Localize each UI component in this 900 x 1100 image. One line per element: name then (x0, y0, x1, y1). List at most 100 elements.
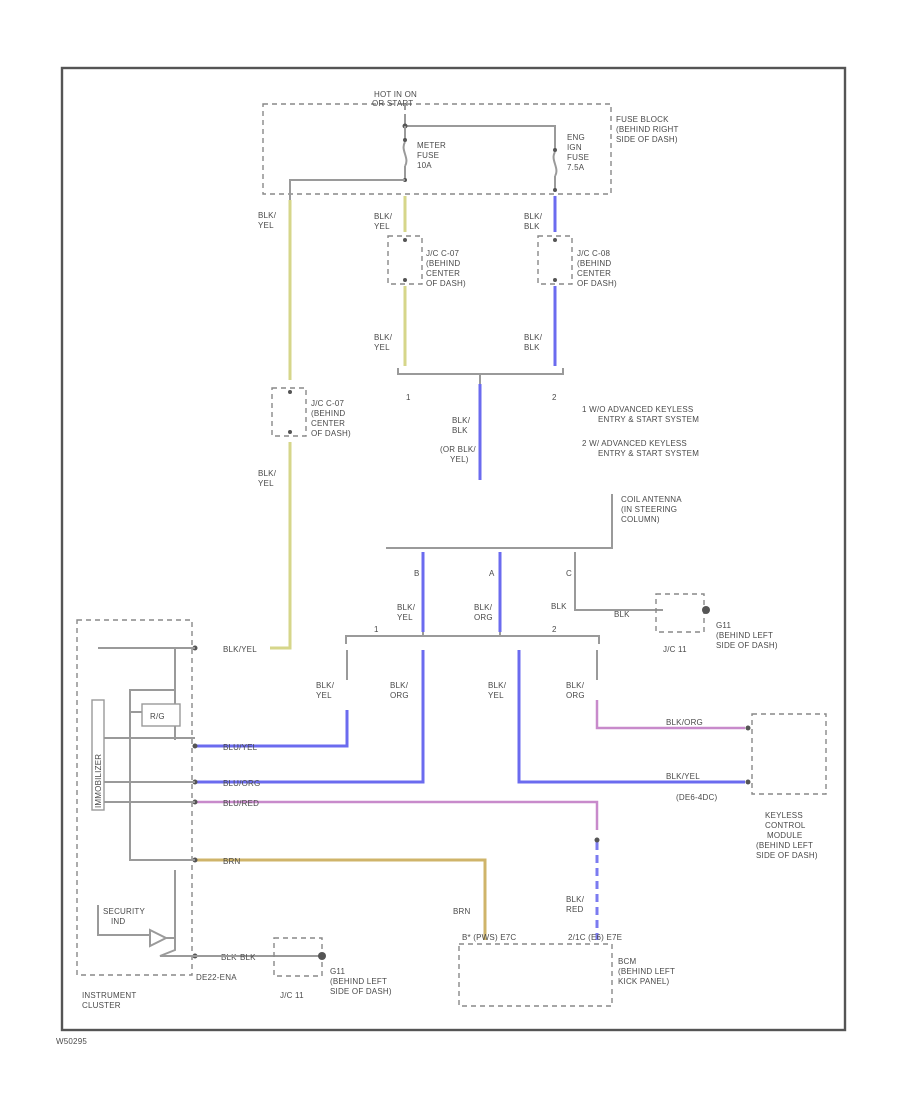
keyless-pin-yel-label: BLK/YEL (666, 772, 700, 781)
jc-right-box (537, 235, 573, 285)
feed-wire-top (289, 179, 405, 200)
keyless-conn: (DE6-4DC) (676, 793, 717, 802)
keyless-pin-yel (745, 779, 751, 785)
coil-pin-a: A (489, 569, 495, 578)
cluster-pin-label-2: BLU/YEL (223, 743, 258, 752)
cluster-pin-label-6: BLK (221, 953, 237, 962)
jc11-label-1: J/C 11 (663, 645, 687, 654)
meter-fuse-terminal (403, 138, 407, 142)
coil-pin-c: C (566, 569, 572, 578)
wire-2-yel (517, 650, 745, 784)
cluster-pin-label-3: BLU/ORG (223, 779, 260, 788)
diagram-frame (60, 66, 847, 1032)
bcm-conn-left: B* (PWS) E7C (462, 933, 516, 942)
wire-label-mid2: BLK/YEL (374, 333, 393, 352)
diagram-code: W50295 (56, 1037, 87, 1046)
coil-wire-c-label: BLK (551, 602, 567, 611)
immobilizer-strip (91, 699, 105, 811)
meter-fuse-label: METER FUSE 10A (417, 141, 448, 170)
bcm-conn-right: 2/1C (E6) E7E (568, 933, 622, 942)
label-w1-yel: BLK/YEL (316, 681, 335, 700)
coil-wire-a-label: BLK/ORG (474, 603, 493, 622)
blk-red-label: BLK/RED (566, 895, 585, 914)
ground-label-2: G11 (BEHIND LEFT SIDE OF DASH) (330, 967, 392, 996)
bcm-label: BCM (BEHIND LEFT KICK PANEL) (618, 957, 677, 986)
jc-left-pin (288, 430, 292, 434)
split-num-1: 1 (374, 625, 379, 634)
wire-label-left2: BLK/YEL (258, 469, 277, 488)
eng-fuse-symbol (552, 140, 558, 190)
label-w2-org: BLK/ORG (566, 681, 585, 700)
brn-wire (195, 858, 487, 940)
jc-mid-box (387, 235, 423, 285)
eng-fuse-terminal (553, 148, 557, 152)
fuse-block-label: FUSE BLOCK (BEHIND RIGHT SIDE OF DASH) (616, 115, 681, 144)
ground-point-2 (318, 952, 326, 960)
keyless-module-box (751, 713, 827, 795)
wire-1-yel (195, 710, 349, 748)
bcm-conn-dot (594, 837, 600, 843)
cluster-internal-wiring (98, 647, 195, 957)
jc-left-pin (288, 390, 292, 394)
cluster-pin-label-4: BLU/RED (223, 799, 259, 808)
jc-mid-pin (403, 238, 407, 242)
wire-label-right2: BLK/BLK (524, 333, 543, 352)
ground-label-1: G11 (BEHIND LEFT SIDE OF DASH) (716, 621, 778, 650)
cluster-resistor-label: R/G (150, 712, 165, 721)
wire-1-org (195, 650, 425, 784)
fuse-block-box (262, 103, 612, 195)
cluster-pin (192, 743, 198, 749)
brn-label: BRN (453, 907, 471, 916)
hot-bus (404, 104, 556, 140)
coil-antenna-bar (386, 494, 613, 549)
coil-pin-c-wire (574, 552, 663, 611)
eng-fuse-terminal (553, 188, 557, 192)
cluster-conn-label: DE22-ENA (196, 973, 237, 982)
eng-fuse-label: ENG IGN FUSE 7.5A (567, 133, 592, 172)
wire-label-or: BLK/ BLK (OR BLK/ YEL) (440, 416, 478, 464)
ground-box-1 (655, 593, 705, 633)
keyless-label: KEYLESS CONTROL MODULE (BEHIND LEFT SIDE… (756, 811, 818, 860)
keyless-pin-org-label: BLK/ORG (666, 718, 703, 727)
immobilizer-label: IMMOBILIZER (94, 754, 103, 808)
jc-left-label: J/C C-07 (BEHIND CENTER OF DASH) (311, 399, 351, 438)
hot-label: HOT IN ON OR START (372, 90, 419, 108)
jc-right-label: J/C C-08 (BEHIND CENTER OF DASH) (577, 249, 617, 288)
instrument-cluster-box (76, 619, 193, 976)
jc-left-box (271, 387, 307, 437)
split-num-2: 2 (552, 625, 557, 634)
cluster-pin-label-1: BLK/YEL (223, 645, 257, 654)
note-num-1: 1 (406, 393, 411, 402)
blk-yel-long (270, 200, 292, 650)
ground-point-1 (702, 606, 710, 614)
jc-mid-label: J/C C-07 (BEHIND CENTER OF DASH) (426, 249, 466, 288)
ground-wire-label: BLK (614, 610, 630, 619)
coil-pin-b: B (414, 569, 420, 578)
coil-antenna-label: COIL ANTENNA (IN STEERING COLUMN) (621, 495, 684, 524)
coil-wire-b-label: BLK/YEL (397, 603, 416, 622)
security-led (97, 905, 175, 948)
keyless-pin-org (745, 725, 751, 731)
jc-mid-pin (403, 278, 407, 282)
bcm-box (458, 943, 613, 1007)
wire-label-mid1: BLK/YEL (374, 212, 393, 231)
note-num-2: 2 (552, 393, 557, 402)
label-w2-yel: BLK/YEL (488, 681, 507, 700)
wire-label-right1: BLK/BLK (524, 212, 543, 231)
jc11-label-2: J/C 11 (280, 991, 304, 1000)
wire-2-org (595, 700, 745, 730)
ground-wire-2-label: BLK (240, 953, 256, 962)
jc-right-pin (553, 278, 557, 282)
label-w1-org: BLK/ORG (390, 681, 409, 700)
jc-right-pin (553, 238, 557, 242)
cluster-resistor-box (141, 703, 181, 727)
cluster-pin-label-5: BRN (223, 857, 241, 866)
meter-fuse-symbol (402, 126, 408, 180)
merge-bracket (397, 368, 564, 384)
split-bracket (345, 632, 600, 644)
